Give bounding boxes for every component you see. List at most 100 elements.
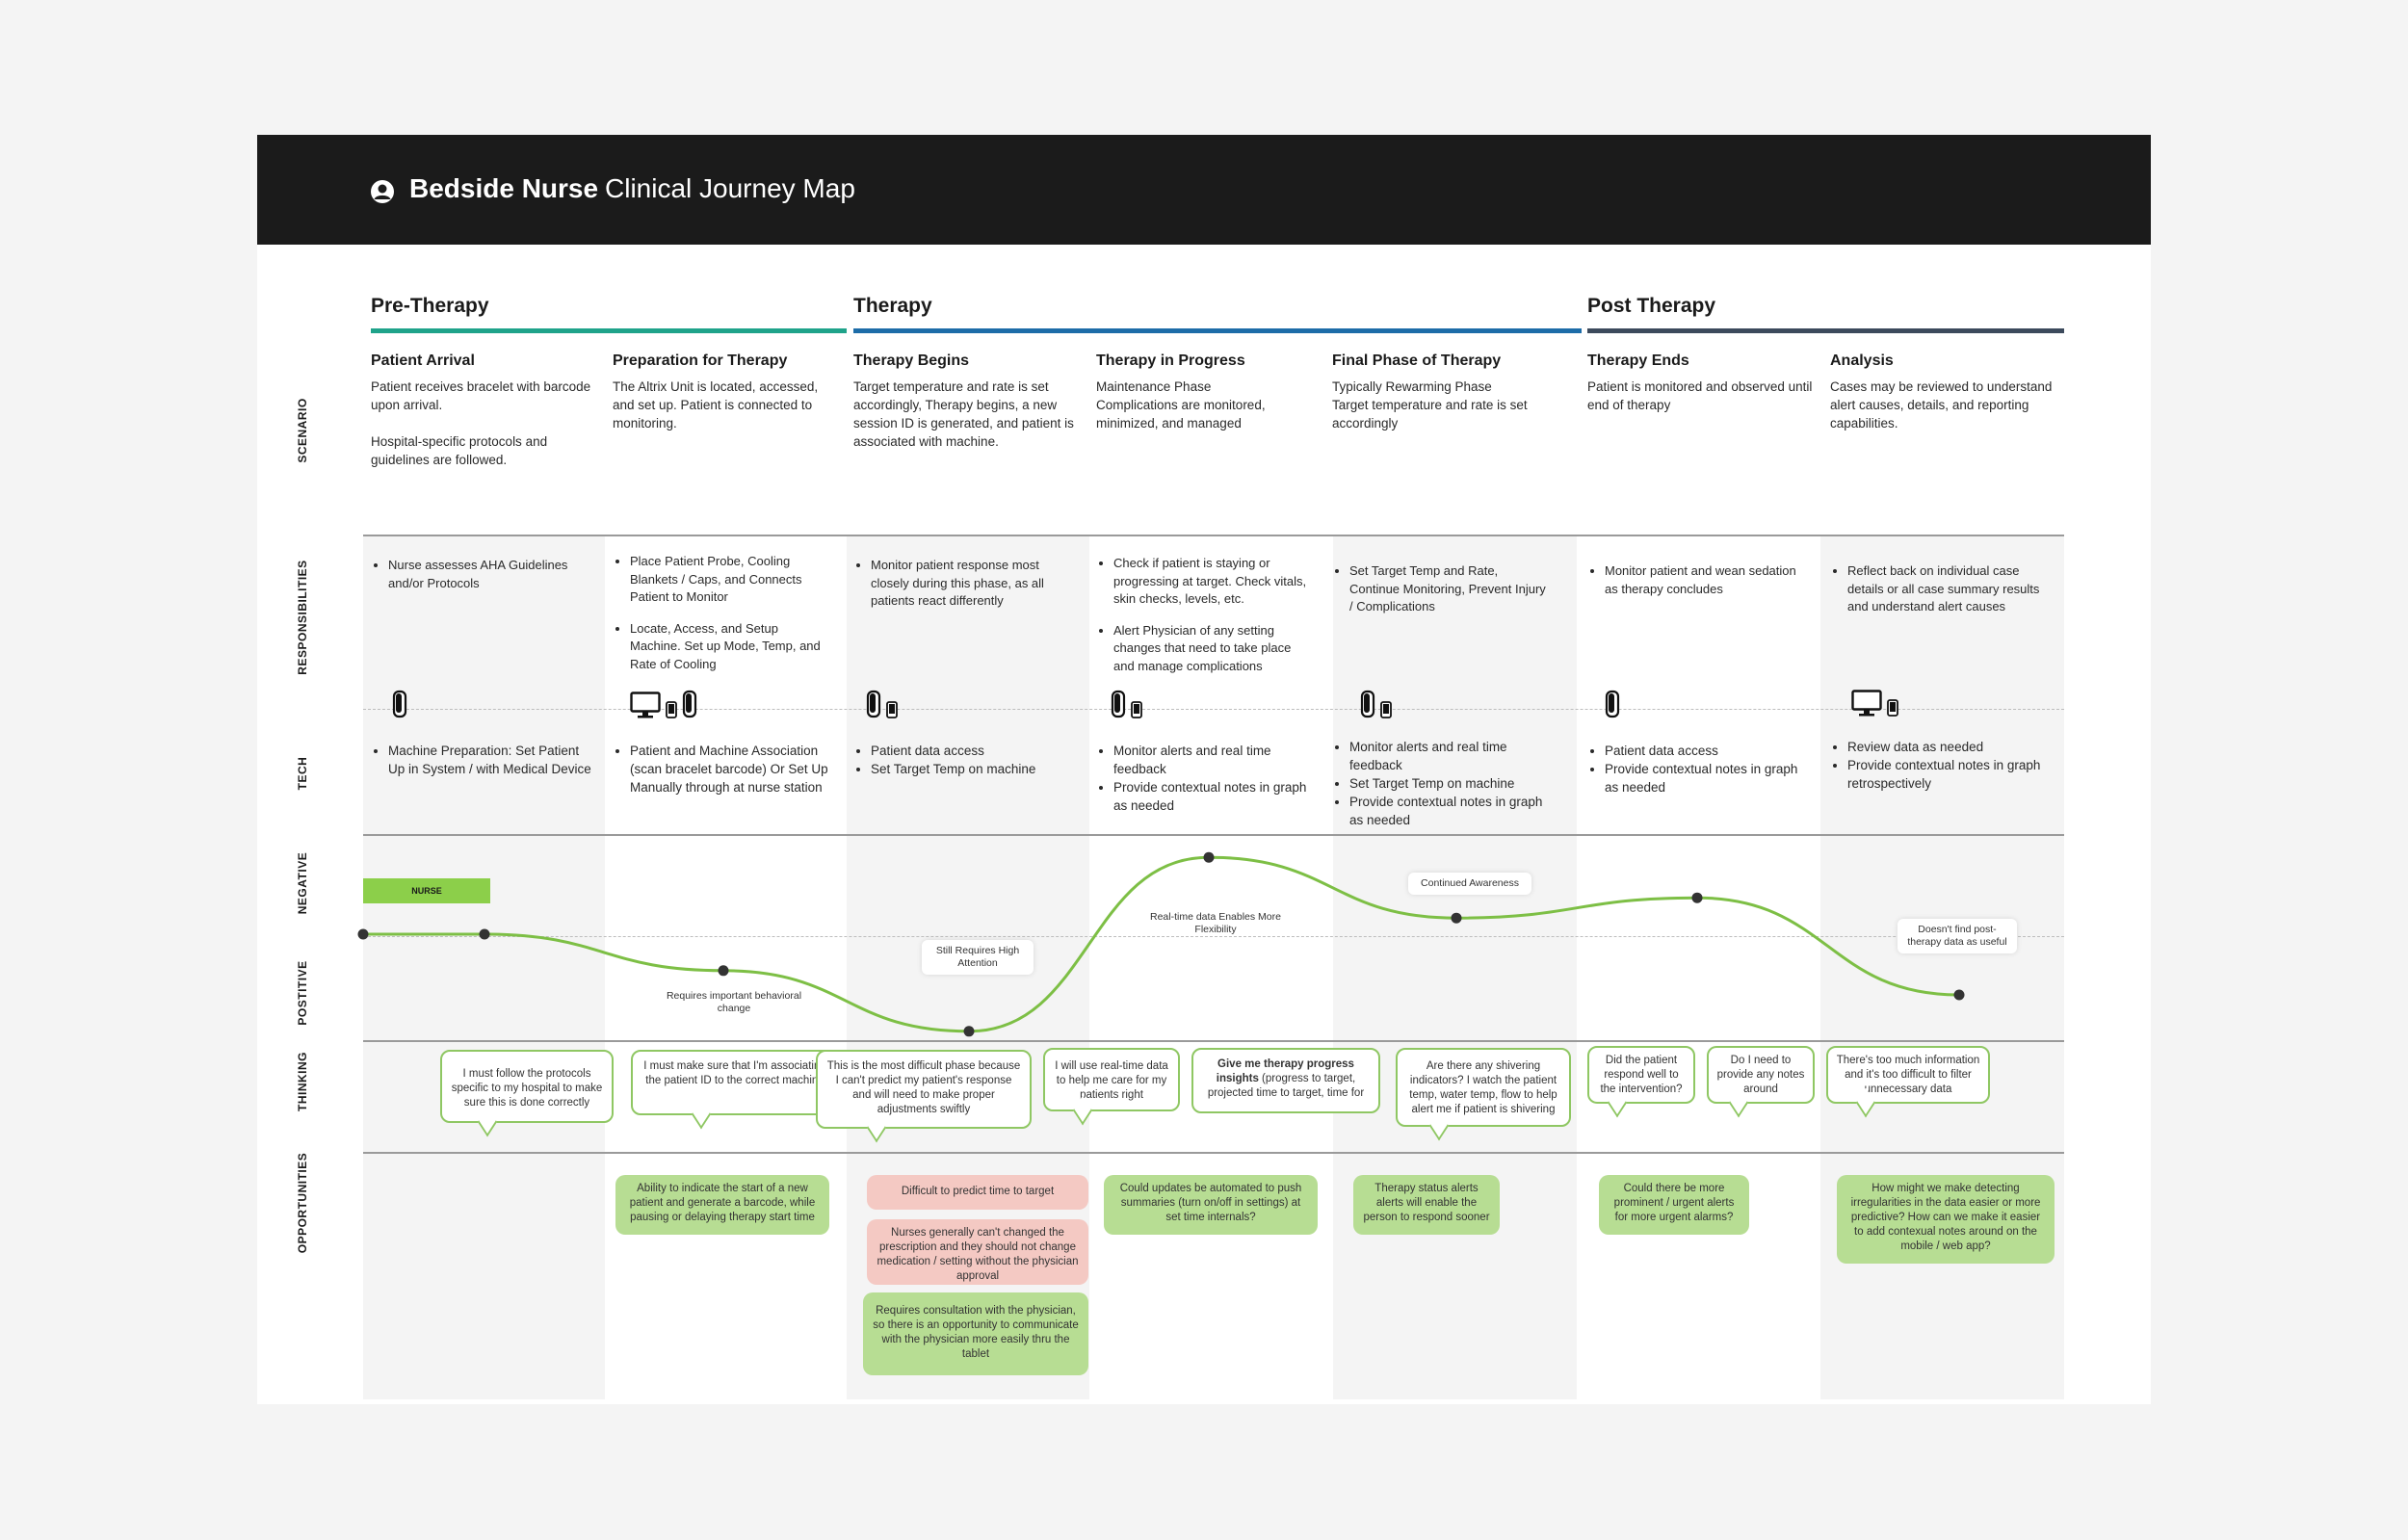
tech-list: Review data as neededProvide contextual … xyxy=(1832,738,2052,793)
divider-emotion xyxy=(363,834,2064,836)
thought-text-bold: Give me therapy progress insights xyxy=(1216,1058,1354,1084)
tech-icons xyxy=(866,690,898,718)
device-icon xyxy=(1111,690,1126,718)
opportunity-card: Could there be more prominent / urgent a… xyxy=(1599,1175,1749,1235)
responsibility-item: Place Patient Probe, Cooling Blankets / … xyxy=(630,553,830,607)
tech-icons xyxy=(1605,690,1620,718)
header-bar: Bedside Nurse Clinical Journey Map xyxy=(257,135,2151,245)
monitor-icon xyxy=(630,692,661,718)
thought-bubble: I must follow the protocols specific to … xyxy=(440,1050,614,1137)
nurse-legend: NURSE xyxy=(363,878,490,903)
thought-bubble: Did the patient respond well to the inte… xyxy=(1587,1046,1695,1118)
responsibility-item: Monitor patient and wean sedation as the… xyxy=(1605,562,1805,598)
stage-title: Preparation for Therapy xyxy=(613,352,788,369)
tech-item: Monitor alerts and real time feedback xyxy=(1113,742,1318,778)
journey-map-card: Bedside Nurse Clinical Journey Map Pre-T… xyxy=(257,135,2151,1404)
stage-description: Maintenance Phase Complications are moni… xyxy=(1096,379,1266,431)
responsibilities-list: Reflect back on individual case details … xyxy=(1832,562,2048,630)
tech-list: Patient and Machine Association (scan br… xyxy=(615,742,834,796)
thought-bubble: Do I need to provide any notes around xyxy=(1707,1046,1815,1118)
user-icon xyxy=(371,180,394,203)
pain-point-card: Nurses generally can't changed the presc… xyxy=(867,1219,1088,1285)
tech-item: Monitor alerts and real time feedback xyxy=(1349,738,1554,774)
opportunity-card: Requires consultation with the physician… xyxy=(863,1292,1088,1375)
persona-name: Bedside Nurse xyxy=(409,173,599,203)
phone-icon xyxy=(1131,701,1142,718)
thought-text: (progress to target, projected time to t… xyxy=(1207,1073,1365,1099)
emotion-point xyxy=(1953,989,1965,1001)
tech-item: Provide contextual notes in graph retros… xyxy=(1847,756,2052,793)
thought-text: I must make sure that I'm associating th… xyxy=(643,1060,826,1086)
responsibility-item: Check if patient is staying or progressi… xyxy=(1113,555,1314,609)
responsibility-item: Reflect back on individual case details … xyxy=(1847,562,2048,616)
stage-title: Patient Arrival xyxy=(371,352,475,369)
tech-list: Machine Preparation: Set Patient Up in S… xyxy=(373,742,592,778)
opportunity-card: Therapy status alerts alerts will enable… xyxy=(1353,1175,1500,1235)
emotion-baseline xyxy=(363,936,2064,937)
device-icon xyxy=(1360,690,1375,718)
thought-text: I must follow the protocols specific to … xyxy=(451,1068,603,1109)
thought-text: This is the most difficult phase because… xyxy=(826,1060,1021,1115)
responsibility-item: Locate, Access, and Setup Machine. Set u… xyxy=(630,620,830,674)
responsibilities-list: Set Target Temp and Rate, Continue Monit… xyxy=(1334,562,1550,630)
divider-opportunities xyxy=(363,1152,2064,1154)
phase-bar-therapy xyxy=(853,328,1582,333)
emotion-point xyxy=(479,928,490,940)
device-icon xyxy=(682,690,697,718)
tech-icons xyxy=(630,690,697,718)
responsibility-item: Monitor patient response most closely du… xyxy=(871,557,1071,611)
tech-icons xyxy=(1111,690,1142,718)
emotion-curve-chart xyxy=(357,851,1965,1037)
thought-text: Did the patient respond well to the inte… xyxy=(1600,1055,1683,1095)
thought-bubble: I will use real-time data to help me car… xyxy=(1043,1048,1180,1126)
tech-item: Review data as needed xyxy=(1847,738,2052,756)
emotion-label-4: Continued Awareness xyxy=(1408,873,1531,895)
column-bg-1 xyxy=(363,535,605,1399)
phone-icon xyxy=(886,701,898,718)
thought-text: I will use real-time data to help me car… xyxy=(1055,1060,1168,1101)
tech-list: Patient data accessSet Target Temp on ma… xyxy=(855,742,1075,778)
tech-item: Provide contextual notes in graph as nee… xyxy=(1605,760,1809,796)
thought-bubble: This is the most difficult phase because… xyxy=(816,1050,1032,1143)
phase-post-therapy: Post Therapy xyxy=(1587,295,1716,317)
map-title: Clinical Journey Map xyxy=(605,173,855,203)
phone-icon xyxy=(666,701,677,718)
stage-description: Patient receives bracelet with barcode u… xyxy=(371,379,591,467)
thought-text: Are there any shivering indicators? I wa… xyxy=(1409,1060,1557,1115)
responsibilities-list: Place Patient Probe, Cooling Blankets / … xyxy=(615,553,830,687)
stage-description: Typically Rewarming Phase Target tempera… xyxy=(1332,379,1528,431)
responsibilities-list: Nurse assesses AHA Guidelines and/or Pro… xyxy=(373,557,589,606)
responsibilities-list: Monitor patient response most closely du… xyxy=(855,557,1071,624)
stage-description: Target temperature and rate is set accor… xyxy=(853,379,1074,449)
tech-list: Patient data accessProvide contextual no… xyxy=(1589,742,1809,796)
phase-therapy: Therapy xyxy=(853,295,932,317)
emotion-point xyxy=(357,928,369,940)
stage-title: Therapy Ends xyxy=(1587,352,1689,369)
stage-description: Patient is monitored and observed until … xyxy=(1587,379,1813,412)
tech-item: Provide contextual notes in graph as nee… xyxy=(1113,778,1318,815)
thought-text: Do I need to provide any notes around xyxy=(1716,1055,1805,1095)
emotion-point xyxy=(1691,892,1703,903)
emotion-point xyxy=(1203,851,1215,863)
tech-icons xyxy=(392,690,407,718)
device-icon xyxy=(1605,690,1620,718)
stage-description: Cases may be reviewed to understand aler… xyxy=(1830,379,2053,431)
device-icon xyxy=(392,690,407,718)
divider-thinking xyxy=(363,1040,2064,1042)
emotion-label-1: Requires important behavioral change xyxy=(666,990,802,1014)
emotion-label-5: Doesn't find post-therapy data as useful xyxy=(1898,919,2017,953)
opportunity-card: Could updates be automated to push summa… xyxy=(1104,1175,1318,1235)
monitor-icon xyxy=(1851,690,1882,717)
tech-icons xyxy=(1851,690,1898,717)
stage-title: Therapy in Progress xyxy=(1096,352,1245,369)
responsibilities-list: Monitor patient and wean sedation as the… xyxy=(1589,562,1805,612)
tech-divider-dashed xyxy=(363,709,2064,710)
responsibilities-list: Check if patient is staying or progressi… xyxy=(1098,555,1314,689)
phase-bar-post-therapy xyxy=(1587,328,2064,333)
pain-point-card: Difficult to predict time to target xyxy=(867,1175,1088,1210)
tech-item: Set Target Temp on machine xyxy=(871,760,1075,778)
thought-text: There's too much information and it's to… xyxy=(1836,1055,1980,1095)
emotion-label-2: Still Requires High Attention xyxy=(922,940,1034,975)
phase-bar-pre-therapy xyxy=(371,328,847,333)
tech-item: Set Target Temp on machine xyxy=(1349,774,1554,793)
